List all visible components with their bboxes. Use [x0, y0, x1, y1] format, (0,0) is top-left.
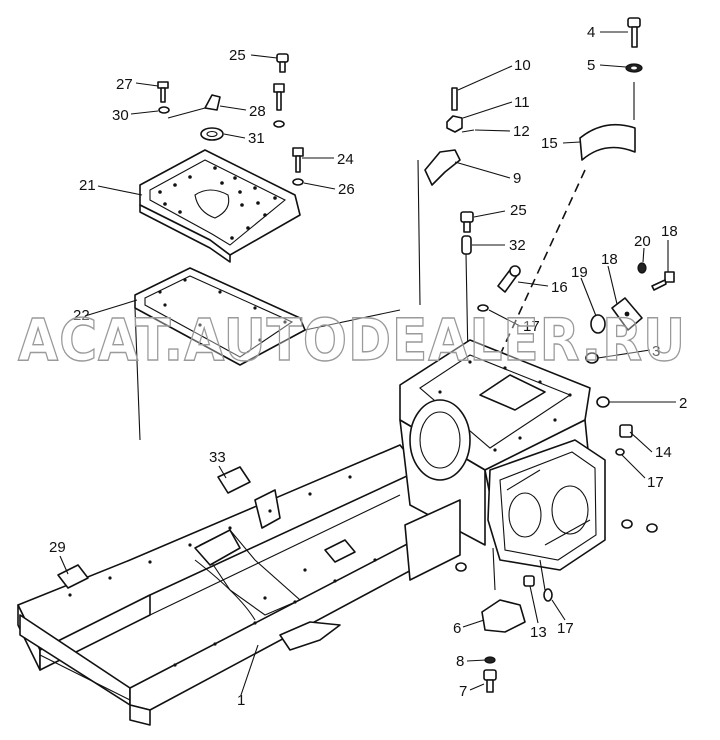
transmission-housing	[399, 339, 658, 602]
callout-25-top: 25	[229, 47, 246, 64]
callout-6: 6	[453, 620, 461, 637]
callout-24: 24	[337, 151, 354, 168]
callout-21: 20	[634, 233, 651, 250]
callout-17-bottom: 17	[557, 620, 574, 637]
callout-23: 22	[73, 307, 90, 324]
watermark-text: ACAT.AUTODEALER.RU	[18, 306, 686, 374]
callout-14: 14	[655, 444, 672, 461]
callout-26: 26	[338, 181, 355, 198]
bolt-20	[651, 271, 675, 291]
bolt-25-top	[276, 53, 289, 73]
washer-27	[273, 120, 285, 128]
callout-28: 27	[116, 76, 133, 93]
callout-16: 16	[551, 279, 568, 296]
bracket-6	[481, 599, 526, 633]
callout-11: 11	[514, 94, 530, 111]
callout-32: 29	[49, 539, 66, 556]
callout-3: 3	[652, 343, 660, 360]
plug-25-mid	[460, 211, 474, 233]
main-frame-1	[17, 444, 431, 726]
callout-13: 13	[530, 624, 547, 641]
callout-29: 30	[112, 107, 129, 124]
cover-plate-holes	[158, 166, 277, 240]
callout-15: 15	[541, 135, 558, 152]
callout-17-top: 17	[523, 318, 540, 335]
dipstick-16	[497, 265, 521, 293]
stud-10	[451, 87, 458, 111]
plate-18	[611, 297, 643, 331]
callout-2: 2	[679, 395, 687, 412]
o-ring-17-top	[477, 304, 489, 312]
callout-7: 7	[459, 683, 467, 700]
callout-18: 18	[601, 251, 618, 268]
callout-4: 4	[587, 24, 595, 41]
cover-plate-22	[139, 149, 301, 263]
washer-5	[625, 63, 643, 73]
callout-1: 1	[237, 692, 245, 709]
pin-12	[461, 129, 475, 133]
nut-11	[446, 115, 463, 133]
callout-9: 9	[513, 170, 521, 187]
bolt-4	[627, 17, 641, 48]
washer-8	[484, 656, 496, 664]
callout-20: 18	[661, 223, 678, 240]
bolt-7	[483, 669, 497, 693]
washer-21	[637, 262, 647, 274]
gasket-30	[200, 127, 224, 141]
callout-27: 28	[249, 103, 266, 120]
bolt-27	[273, 83, 285, 111]
callout-22: 21	[79, 177, 96, 194]
gasket-19	[590, 314, 606, 334]
callout-labels: 25 27 30 28 31 24 26 21 22 10 11 12 9 25…	[49, 24, 687, 709]
callout-5: 5	[587, 57, 595, 74]
callout-19: 19	[571, 264, 588, 281]
washer-29	[158, 106, 170, 114]
callout-33: 33	[209, 449, 226, 466]
callout-25-mid: 25	[510, 202, 527, 219]
callout-10: 10	[514, 57, 531, 74]
bolt-28	[157, 81, 169, 103]
bracket-27	[167, 94, 221, 119]
bolt-24	[292, 147, 304, 173]
callout-8: 8	[456, 653, 464, 670]
washer-26	[292, 178, 304, 186]
callout-31: 32	[509, 237, 526, 254]
callout-17-mid: 17	[647, 474, 664, 491]
callout-12: 12	[513, 123, 530, 140]
clamp-9	[424, 149, 461, 186]
leader-lines	[59, 31, 676, 696]
cover-15	[579, 123, 636, 161]
callout-30: 31	[248, 130, 265, 147]
